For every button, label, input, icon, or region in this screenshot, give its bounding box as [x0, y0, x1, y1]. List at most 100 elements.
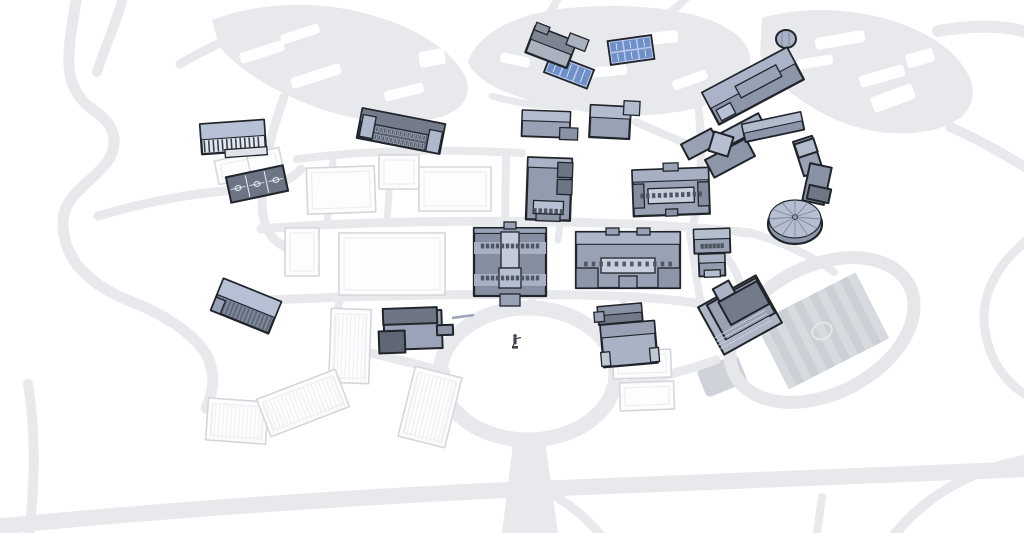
building-twin-tower-hall[interactable] — [524, 156, 574, 223]
twin-tower-hall-part — [532, 199, 565, 216]
northwest-hall-stripe — [207, 140, 211, 153]
road-south-stem — [502, 434, 558, 533]
north-long-hall-grid-window — [408, 140, 413, 148]
ghost-dorm-tower — [327, 307, 373, 385]
building-northeast-bar-hall[interactable] — [740, 111, 806, 143]
parking-west-island-4 — [418, 48, 446, 68]
southwest-hall-stripe — [228, 302, 236, 317]
outdoor-basketball-courts-court-line — [566, 64, 572, 78]
northwest-hall-stripe — [216, 139, 220, 152]
building-north-hall-east[interactable] — [588, 99, 641, 141]
north-long-hall-roof — [359, 107, 446, 139]
ghost-dorm-middle-hatch — [329, 377, 342, 408]
recreation-hall-part — [565, 32, 590, 53]
ghost-dorm-west-hatch — [225, 405, 229, 440]
building-east-angled-hall[interactable] — [791, 134, 833, 206]
road-south-stem-branch — [543, 487, 605, 533]
building-east-small-hall[interactable] — [692, 227, 732, 255]
ghost-dorm-middle-hatch — [288, 393, 301, 424]
outdoor-basketball-courts-court-line — [579, 69, 586, 83]
north-long-hall-grid-window — [400, 139, 406, 146]
southwest-hall-stripe — [235, 305, 243, 320]
parking-west-island-0 — [239, 40, 285, 64]
north-colonnade-hall-window — [640, 193, 644, 199]
north-colonnade-hall-window — [675, 192, 679, 198]
north-long-hall-grid-window — [378, 126, 384, 134]
twin-tower-hall-part — [556, 178, 574, 196]
main-hall-window — [505, 243, 510, 249]
north-colonnade-hall-window — [692, 191, 697, 197]
main-hall-window — [485, 243, 490, 249]
building-round-hall[interactable] — [766, 199, 824, 246]
ghost-dorm-east-hatch — [421, 377, 438, 441]
tennis-courts-court-line — [617, 53, 619, 61]
building-performance-arena[interactable] — [697, 274, 783, 356]
north-long-hall-grid-window — [390, 128, 395, 136]
layer-sports — [706, 228, 939, 431]
ghost-dorm-east-hatch — [417, 376, 434, 440]
east-small-hall-window — [700, 243, 704, 249]
north-long-hall-grid-window — [404, 139, 410, 147]
ghost-dorm-middle-hatch — [325, 378, 339, 410]
ghost-dorm-tower-hatch — [364, 315, 368, 382]
north-long-hall-grid-window — [394, 129, 399, 137]
statue-pedestal — [512, 346, 518, 349]
building-southwest-hall[interactable] — [209, 277, 283, 335]
performance-arena-rib — [714, 309, 766, 339]
east-h-hall-part — [575, 267, 599, 289]
south-center-annex-part — [593, 310, 606, 323]
basketball-courts-west[interactable] — [224, 164, 290, 204]
running-track[interactable] — [706, 228, 939, 431]
field-stripe — [832, 280, 874, 351]
northeast-bar-hall-roof — [741, 111, 803, 134]
east-h-hall-window — [653, 261, 657, 267]
building-north-long-hall[interactable] — [355, 107, 447, 155]
layer-statue — [512, 334, 522, 349]
ghost-dorm-west-hatch — [249, 406, 253, 441]
road-west-loop — [57, 0, 219, 414]
tennis-courts[interactable] — [606, 34, 656, 66]
southwest-hall-stripe — [232, 303, 239, 318]
main-hall-window — [520, 275, 525, 281]
ghost-dorm-middle-hatch — [291, 391, 305, 423]
parking-west-island-3 — [384, 82, 424, 102]
ghost-dorm-tower-hatch — [348, 314, 352, 381]
building-south-center-hall[interactable] — [598, 319, 661, 369]
field-stripe — [770, 311, 813, 382]
twin-tower-hall-window — [559, 208, 564, 214]
tennis-courts-court-line — [630, 51, 633, 59]
east-small-hall-window — [704, 243, 708, 249]
road-connector-c — [501, 152, 510, 230]
round-hall-spoke — [794, 216, 809, 236]
outdoor-basketball-courts[interactable] — [542, 52, 596, 90]
building-observatory-dome[interactable] — [775, 29, 797, 49]
main-hall-part — [503, 221, 517, 230]
soccer-field[interactable] — [755, 272, 890, 390]
building-recreation-hall[interactable] — [524, 20, 590, 71]
north-long-hall-grid-window — [374, 125, 380, 133]
south-hall-walkway — [451, 313, 475, 320]
main-hall-window — [525, 275, 530, 281]
building-east-annex[interactable] — [697, 252, 727, 278]
building-main-hall[interactable] — [472, 221, 548, 307]
ghost-dorm-west-hatch — [229, 405, 233, 440]
building-north-hall-west[interactable] — [520, 109, 579, 141]
ghost-dorm-middle-hatch — [273, 399, 286, 430]
ghost-hall-5 — [338, 232, 446, 296]
building-north-colonnade-hall[interactable] — [631, 162, 711, 218]
east-small-hall-window — [708, 243, 712, 249]
field-center-circle — [811, 321, 833, 341]
building-northwest-hall[interactable] — [198, 118, 269, 159]
field-stripe — [801, 295, 844, 366]
main-hall-window — [485, 275, 490, 281]
main-hall-window — [495, 275, 500, 281]
performance-arena-ribs — [714, 309, 772, 349]
building-east-h-hall[interactable] — [574, 227, 682, 290]
building-northeast-long-hall[interactable] — [701, 46, 805, 126]
building-south-hall[interactable] — [377, 306, 475, 355]
parking-east-island-2 — [796, 54, 834, 70]
east-h-hall-part — [618, 275, 638, 289]
ghost-hall-4 — [284, 227, 320, 277]
east-small-hall-window — [720, 243, 724, 249]
southwest-hall-roof — [216, 277, 282, 319]
